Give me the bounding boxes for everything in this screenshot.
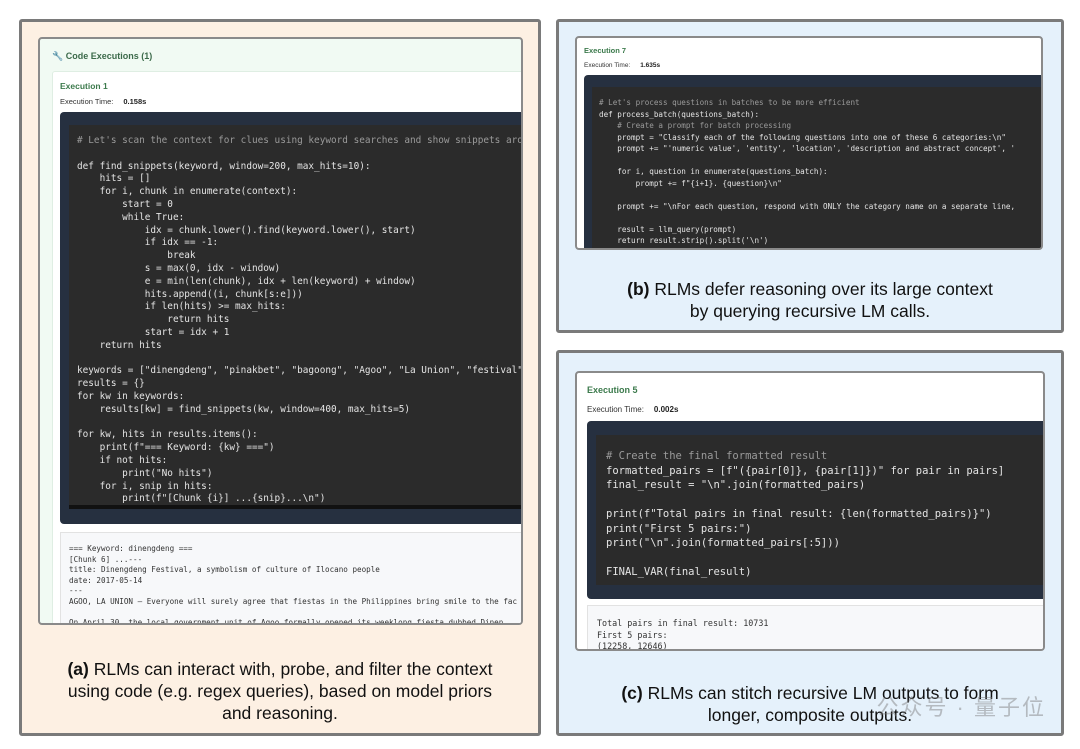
code-line xyxy=(599,212,1041,224)
code-line: for i, question in enumerate(questions_b… xyxy=(599,167,828,176)
output-line: [Chunk 6] ...--- xyxy=(69,554,143,564)
code-line: hits.append((i, chunk[s:e])) xyxy=(77,288,303,300)
horizontal-scrollbar[interactable] xyxy=(69,505,521,509)
execution-card: Execution 1 Execution Time:0.158s # Let'… xyxy=(52,71,523,625)
code-line: start = idx + 1 xyxy=(77,326,230,338)
code-line: s = max(0, idx - window) xyxy=(77,262,281,274)
execution-title: Execution 7 xyxy=(584,46,627,55)
code-line: idx = chunk.lower().find(keyword.lower()… xyxy=(77,224,416,236)
output-block: === Keyword: dinengdeng ===[Chunk 6] ...… xyxy=(60,532,521,625)
code-line: # Let's scan the context for clues using… xyxy=(77,135,523,146)
execution-time: Execution Time:0.158s xyxy=(60,97,147,106)
code-line xyxy=(599,189,1041,201)
code-executions-header: Code Executions (1) xyxy=(65,51,153,61)
code-line: print(f"[Chunk {i}] ...{snip}...\n") xyxy=(77,493,326,505)
code-line: # Let's process questions in batches to … xyxy=(599,98,860,107)
output-line: Total pairs in final result: 10731 xyxy=(597,618,769,628)
code-line: FINAL_VAR(final_result) xyxy=(606,566,752,578)
code-line: e = min(len(chunk), idx + len(keyword) +… xyxy=(77,275,416,287)
code-line: return result.strip().split('\n') xyxy=(599,236,769,245)
output-line xyxy=(69,608,521,619)
code-line xyxy=(606,493,1043,508)
execution-title: Execution 5 xyxy=(587,385,638,395)
execution-card: Execution 5 Execution Time:0.002s # Crea… xyxy=(575,371,1045,651)
code-line xyxy=(606,551,1043,566)
code-line: print("\n".join(formatted_pairs[:5])) xyxy=(606,537,840,549)
code-line: prompt += "\nFor each question, respond … xyxy=(599,201,1016,211)
execution-card: Execution 7 Execution Time:1.635s # Let'… xyxy=(575,36,1043,250)
code-line: hits = [] xyxy=(77,173,151,185)
code-line: start = 0 xyxy=(77,198,173,210)
code-line: for i, snip in hits: xyxy=(77,480,213,492)
code-block: # Create the final formatted result forma… xyxy=(587,421,1043,599)
code-line: def find_snippets(keyword, window=200, m… xyxy=(77,160,371,172)
code-line xyxy=(599,155,1041,167)
code-line: if len(hits) >= max_hits: xyxy=(77,301,286,313)
code-line: final_result = "\n".join(formatted_pairs… xyxy=(606,479,866,491)
code-line: break xyxy=(77,250,196,262)
output-line: AGOO, LA UNION — Everyone will surely ag… xyxy=(69,596,518,606)
output-line: date: 2017-05-14 xyxy=(69,575,143,585)
code-line: results[kw] = find_snippets(kw, window=4… xyxy=(77,403,411,415)
output-line: === Keyword: dinengdeng === xyxy=(69,544,193,553)
code-block: # Let's scan the context for clues using… xyxy=(60,112,523,524)
execution-title: Execution 1 xyxy=(60,81,108,91)
code-line: print(f"Total pairs in final result: {le… xyxy=(606,508,992,520)
output-line: --- xyxy=(69,586,83,596)
code-line: def process_batch(questions_batch): xyxy=(599,109,760,119)
watermark: 公众号 · 量子位 xyxy=(876,695,1046,720)
caption-a: (a) RLMs can interact with, probe, and f… xyxy=(67,659,493,723)
code-line: # Create a prompt for batch processing xyxy=(599,121,792,130)
code-line: prompt = "Classify each of the following… xyxy=(599,132,1006,142)
code-line: for kw in keywords: xyxy=(77,390,185,402)
code-executions-card: 🔧 Code Executions (1) Execution 1 Execut… xyxy=(38,37,523,625)
caption-b: (b) RLMs defer reasoning over its large … xyxy=(627,279,993,321)
code-line: if idx == -1: xyxy=(77,237,219,249)
code-text: # Let's scan the context for clues using… xyxy=(69,125,523,505)
code-line: prompt += "'numeric value', 'entity', 'l… xyxy=(599,144,1016,153)
output-line: First 5 pairs: xyxy=(597,629,668,640)
code-line xyxy=(77,417,521,430)
code-line: # Create the final formatted result xyxy=(606,450,828,462)
code-line: result = llm_query(prompt) xyxy=(599,224,737,234)
output-line: (12258, 12646) xyxy=(597,641,668,651)
output-line: On April 30, the local government unit o… xyxy=(69,618,518,625)
code-line: if not hits: xyxy=(77,454,168,466)
code-line: keywords = ["dinengdeng", "pinakbet", "b… xyxy=(77,365,523,377)
code-line: return hits xyxy=(77,339,162,351)
output-text: === Keyword: dinengdeng ===[Chunk 6] ...… xyxy=(61,533,521,625)
code-line: print("First 5 pairs:") xyxy=(606,522,752,535)
code-line: print("No hits") xyxy=(77,467,213,479)
code-line: for kw, hits in results.items(): xyxy=(77,429,258,441)
caption-c: (c) RLMs can stitch recursive LM outputs… xyxy=(621,683,999,725)
output-line: title: Dinengdeng Festival, a symbolism … xyxy=(69,565,380,575)
code-line: prompt += f"{i+1}. {question}\n" xyxy=(599,178,782,188)
code-line: print(f"=== Keyword: {kw} ===") xyxy=(77,442,275,454)
execution-time: Execution Time:0.002s xyxy=(587,405,679,414)
code-line xyxy=(77,353,521,366)
code-line: return hits xyxy=(77,314,230,326)
code-line: formatted_pairs = [f"({pair[0]}, {pair[1… xyxy=(606,464,1005,477)
panel-c: Execution 5 Execution Time:0.002s # Crea… xyxy=(556,350,1064,736)
code-block: # Let's process questions in batches to … xyxy=(584,75,1041,248)
code-line xyxy=(77,148,521,161)
execution-time: Execution Time:1.635s xyxy=(584,62,661,69)
panel-a: 🔧 Code Executions (1) Execution 1 Execut… xyxy=(19,19,541,736)
code-text: # Create the final formatted result forma… xyxy=(596,435,1043,580)
code-line: results = {} xyxy=(77,378,145,390)
panel-b: Execution 7 Execution Time:1.635s # Let'… xyxy=(556,19,1064,333)
code-text: # Let's process questions in batches to … xyxy=(592,87,1041,247)
code-line: for i, chunk in enumerate(context): xyxy=(77,186,298,198)
code-line: while True: xyxy=(77,211,185,223)
wrench-icon: 🔧 xyxy=(52,51,64,61)
